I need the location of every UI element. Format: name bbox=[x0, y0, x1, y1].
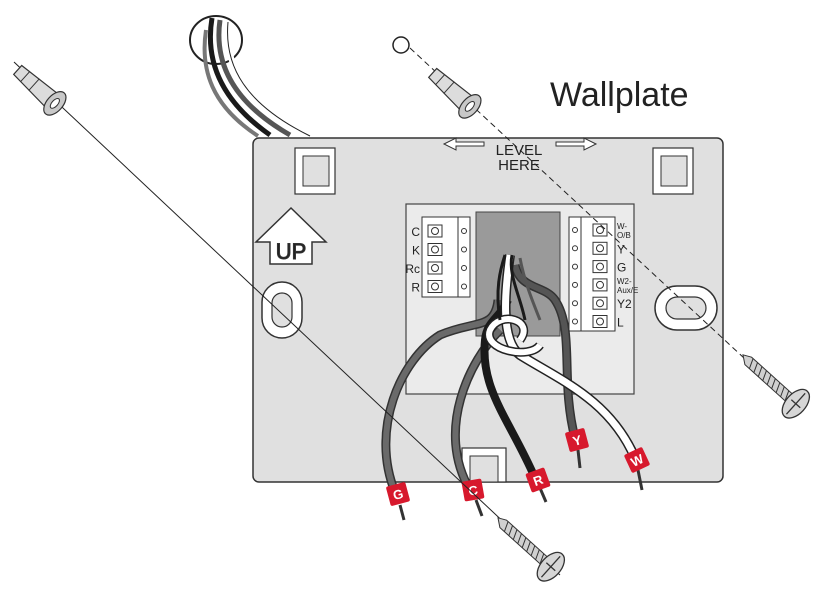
tag-background bbox=[386, 482, 410, 506]
tag-background bbox=[461, 478, 485, 502]
terminal-label: Rc bbox=[405, 262, 420, 276]
wire-tag-g: G bbox=[386, 482, 410, 506]
top-right-tab bbox=[652, 147, 694, 195]
terminal-l: L bbox=[572, 315, 624, 330]
terminal-label-line2: O/B bbox=[617, 231, 631, 240]
terminal-hole bbox=[461, 228, 467, 234]
up-arrow-icon bbox=[254, 206, 328, 265]
tag-background bbox=[565, 428, 589, 452]
thermostat-wires bbox=[381, 254, 644, 521]
screw-head bbox=[596, 226, 604, 234]
tag-letter: C bbox=[467, 482, 479, 499]
terminal-hole bbox=[572, 300, 578, 307]
screw-head bbox=[431, 245, 439, 254]
bottom-screw bbox=[497, 517, 566, 582]
terminal-label: C bbox=[411, 225, 420, 239]
terminal-hole bbox=[572, 263, 578, 270]
terminal-label: Y2 bbox=[617, 297, 632, 311]
screw-head bbox=[431, 282, 439, 291]
screw-head bbox=[596, 317, 604, 326]
left-mounting-slot bbox=[261, 281, 303, 339]
level-label-line2: HERE bbox=[498, 157, 540, 174]
left-wall-anchor bbox=[12, 64, 67, 116]
tag-letter: Y bbox=[571, 432, 584, 449]
tag-background bbox=[624, 447, 650, 473]
terminal-label: K bbox=[412, 244, 420, 258]
guide-lines bbox=[13, 47, 801, 576]
right-screw bbox=[742, 354, 811, 419]
tag-background bbox=[525, 467, 551, 493]
terminal-hole bbox=[461, 265, 467, 271]
right-wall-anchor bbox=[427, 67, 482, 119]
terminal-k: K bbox=[412, 243, 467, 258]
terminal-label: R bbox=[411, 281, 420, 295]
top-left-tab bbox=[294, 147, 336, 195]
terminal-label-line1: W- bbox=[617, 222, 627, 231]
screw-head bbox=[596, 299, 604, 308]
terminal-hole bbox=[461, 246, 467, 253]
terminal-w2auxe: W2-Aux/E bbox=[572, 277, 638, 295]
terminal-hole bbox=[572, 227, 578, 233]
terminal-r: R bbox=[411, 280, 467, 295]
right-mounting-slot bbox=[654, 285, 718, 331]
wall-wire-bundle bbox=[189, 15, 312, 139]
wire-tag-w: W bbox=[624, 447, 650, 473]
bottom-tab bbox=[461, 447, 507, 483]
terminal-hole bbox=[461, 283, 467, 290]
up-label: UP bbox=[276, 239, 307, 264]
right-terminal-block bbox=[568, 216, 616, 332]
wire-tag-y: Y bbox=[565, 428, 589, 452]
screw-head bbox=[431, 264, 439, 272]
terminal-label-line2: Aux/E bbox=[617, 286, 638, 295]
level-arrows bbox=[442, 137, 598, 151]
target-circle bbox=[392, 36, 410, 54]
terminal-label: Y bbox=[617, 242, 625, 256]
screw-head bbox=[596, 262, 604, 271]
terminal-rc: Rc bbox=[405, 261, 467, 276]
terminal-label-line1: W2- bbox=[617, 277, 632, 286]
screw-head bbox=[596, 244, 604, 253]
wallplate-title: Wallplate bbox=[550, 76, 689, 114]
screw-head bbox=[596, 280, 604, 289]
terminal-hole bbox=[572, 245, 578, 252]
terminal-y2: Y2 bbox=[572, 296, 632, 311]
terminal-label: G bbox=[617, 261, 626, 275]
terminal-y: Y bbox=[572, 241, 625, 256]
terminal-wob: W-O/B bbox=[572, 222, 631, 240]
terminal-hole bbox=[572, 318, 578, 325]
terminal-c: C bbox=[411, 224, 467, 239]
terminal-g: G bbox=[572, 260, 626, 275]
tag-letter: G bbox=[391, 486, 405, 503]
wire-tag-r: R bbox=[525, 467, 551, 493]
wire-tag-c: C bbox=[461, 478, 485, 502]
screw-head bbox=[431, 227, 439, 235]
terminal-label: L bbox=[617, 316, 624, 330]
terminal-hole bbox=[572, 281, 578, 288]
level-label-line1: LEVEL bbox=[496, 142, 543, 159]
